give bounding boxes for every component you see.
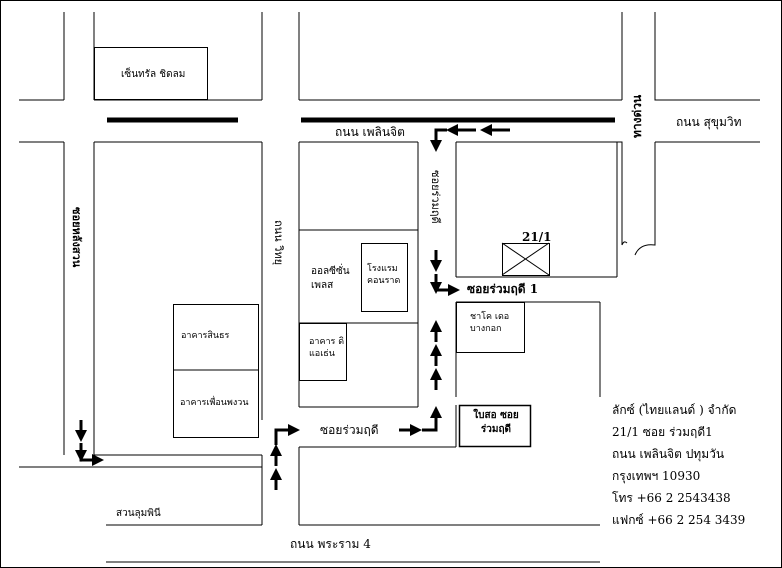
all-seasons-place-label: ออลซีซั่น เพลส [311,266,350,291]
address-street: 21/1 ซอย ร่วมฤดี1 [612,425,713,439]
lumphini-park-label: สวนลุมพินี [116,508,161,519]
athenee-tower-label: อาคาร ดิแอเธ่น [309,337,345,360]
sinthorn-mercury-block [173,304,259,438]
target-building [502,243,550,276]
direction-arrow [274,424,300,445]
direction-arrow [79,454,104,466]
direction-arrow [430,128,447,152]
direction-arrow [422,406,442,432]
sukhumvit-road-label: ถนน สุขุมวิท [676,115,742,129]
direction-arrow [434,284,460,296]
company-name: ลักซ์ (ไทยแลนด์ ) จำกัด [612,403,737,417]
phone-number: โทร +66 2 2543438 [612,491,731,505]
conrad-hotel-block [361,243,408,312]
soi-ruam-rudee-label: ซอยร่วมฤดี [320,423,379,437]
sinthorn-building-label: อาคารสินธร [181,331,230,341]
chacha-block [456,302,525,353]
chacha-label: ชาโค เดอ บางกอก [470,312,510,335]
expressway-label: ทางด่วน [630,94,644,138]
athenee-tower-block [299,323,347,381]
rama4-road-label: ถนน พระราม 4 [290,537,371,551]
address-city: กรุงเทพฯ 10930 [612,469,701,483]
fax-number: แฟกซ์ +66 2 254 3439 [612,513,746,527]
central-chidlom-label: เซ็นทรัล ชิดลม [121,69,186,80]
soi-ruam-rudee-1-label: ซอยร่วมฤดี 1 [467,282,539,296]
lang-suan-road-label: ซอยหลังสวน [70,207,83,268]
address-road: ถนน เพลินจิต ปทุมวัน [612,447,725,461]
ploenchit-road-label: ถนน เพลินจิต [335,125,405,139]
target-building-label: 21/1 [522,230,552,244]
soi-ruam-rudee-vertical-label: ซอยร่วมฤดี [429,170,442,224]
expressway-edge [617,141,628,246]
target-building-cross [501,242,550,276]
witthayu-road-label: ถนน วิทยุ [272,220,285,266]
central-chidlom-block [94,47,208,100]
soi-entrance-sign-box [458,404,532,448]
conrad-hotel-label: โรงแรม คอนราด [367,264,401,287]
soi-entrance-sign-label: ใบสอ ซอยร่วมฤดี [473,410,519,435]
expressway-edge [634,142,656,256]
mercury-tower-label: อาคารเพื่อนพงวน [180,398,249,408]
expressway-edge [654,12,760,101]
